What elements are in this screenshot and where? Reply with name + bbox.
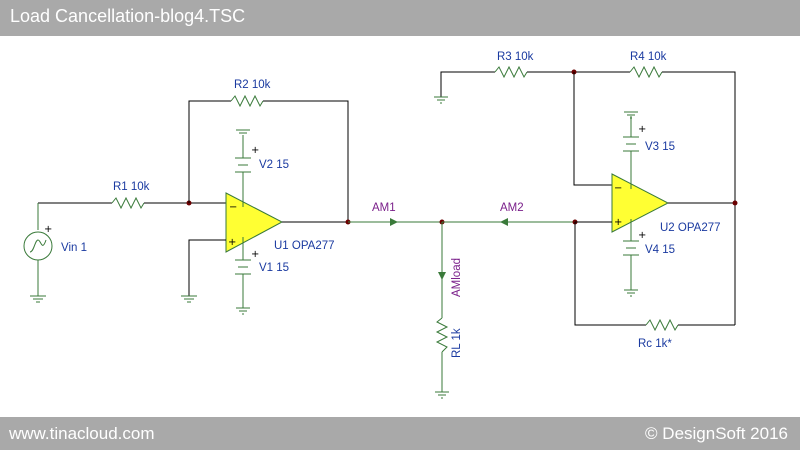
ground-icon (30, 295, 46, 303)
ammeter-amload[interactable] (438, 272, 446, 280)
window-title: Load Cancellation-blog4.TSC (10, 6, 246, 26)
am2-label: AM2 (500, 202, 524, 214)
ground-icon (236, 307, 250, 315)
battery-v3[interactable]: + (623, 116, 646, 189)
svg-text:+: + (638, 124, 646, 135)
ammeter-am1[interactable] (390, 218, 398, 226)
vin-label: Vin 1 (61, 242, 87, 254)
resistor-rc[interactable] (645, 318, 679, 332)
ground-icon (236, 129, 250, 137)
v4-label: V4 15 (645, 244, 675, 256)
footer-bar: www.tinacloud.com © DesignSoft 2016 (0, 417, 800, 450)
svg-text:+: + (228, 237, 236, 248)
svg-text:+: + (44, 224, 52, 235)
ground-icon (181, 295, 197, 303)
junction-dot (732, 200, 738, 206)
r4-label: R4 10k (630, 51, 667, 63)
amload-label: AMload (451, 258, 463, 297)
rc-label: Rc 1k* (638, 338, 672, 350)
battery-v1[interactable]: + (235, 237, 259, 308)
r2-label: R2 10k (234, 79, 271, 91)
svg-text:+: + (614, 217, 622, 228)
resistor-r3[interactable] (494, 65, 528, 79)
battery-v2[interactable]: + (235, 137, 259, 207)
ammeter-am2[interactable] (500, 218, 508, 226)
r3-label: R3 10k (497, 51, 534, 63)
rl-label: RL 1k (451, 328, 463, 358)
resistor-r1[interactable] (111, 196, 145, 210)
ground-icon (435, 391, 449, 399)
svg-text:+: + (251, 249, 259, 260)
ground-icon (434, 96, 448, 104)
v1-label: V1 15 (259, 262, 289, 274)
opamp-u2[interactable]: − + (611, 173, 670, 233)
website-link[interactable]: www.tinacloud.com (9, 424, 155, 443)
ground-icon (624, 289, 638, 297)
u2-label: U2 OPA277 (660, 222, 721, 234)
svg-text:+: + (638, 230, 646, 241)
copyright-text: © DesignSoft 2016 (645, 424, 788, 443)
resistor-rl[interactable] (435, 317, 449, 353)
resistor-r4[interactable] (629, 65, 663, 79)
v2-label: V2 15 (259, 159, 289, 171)
resistor-r2[interactable] (230, 94, 264, 108)
title-bar: Load Cancellation-blog4.TSC (0, 0, 800, 36)
opamp-u1[interactable]: − + (225, 192, 284, 253)
battery-v4[interactable]: + (623, 219, 646, 290)
svg-text:−: − (614, 183, 622, 194)
v3-label: V3 15 (645, 141, 675, 153)
r1-label: R1 10k (113, 181, 150, 193)
svg-text:−: − (229, 202, 237, 213)
u1-label: U1 OPA277 (274, 240, 335, 252)
vin-source[interactable]: + (23, 202, 112, 296)
am1-label: AM1 (372, 202, 396, 214)
ground-icon (624, 111, 638, 119)
svg-text:+: + (251, 145, 259, 156)
